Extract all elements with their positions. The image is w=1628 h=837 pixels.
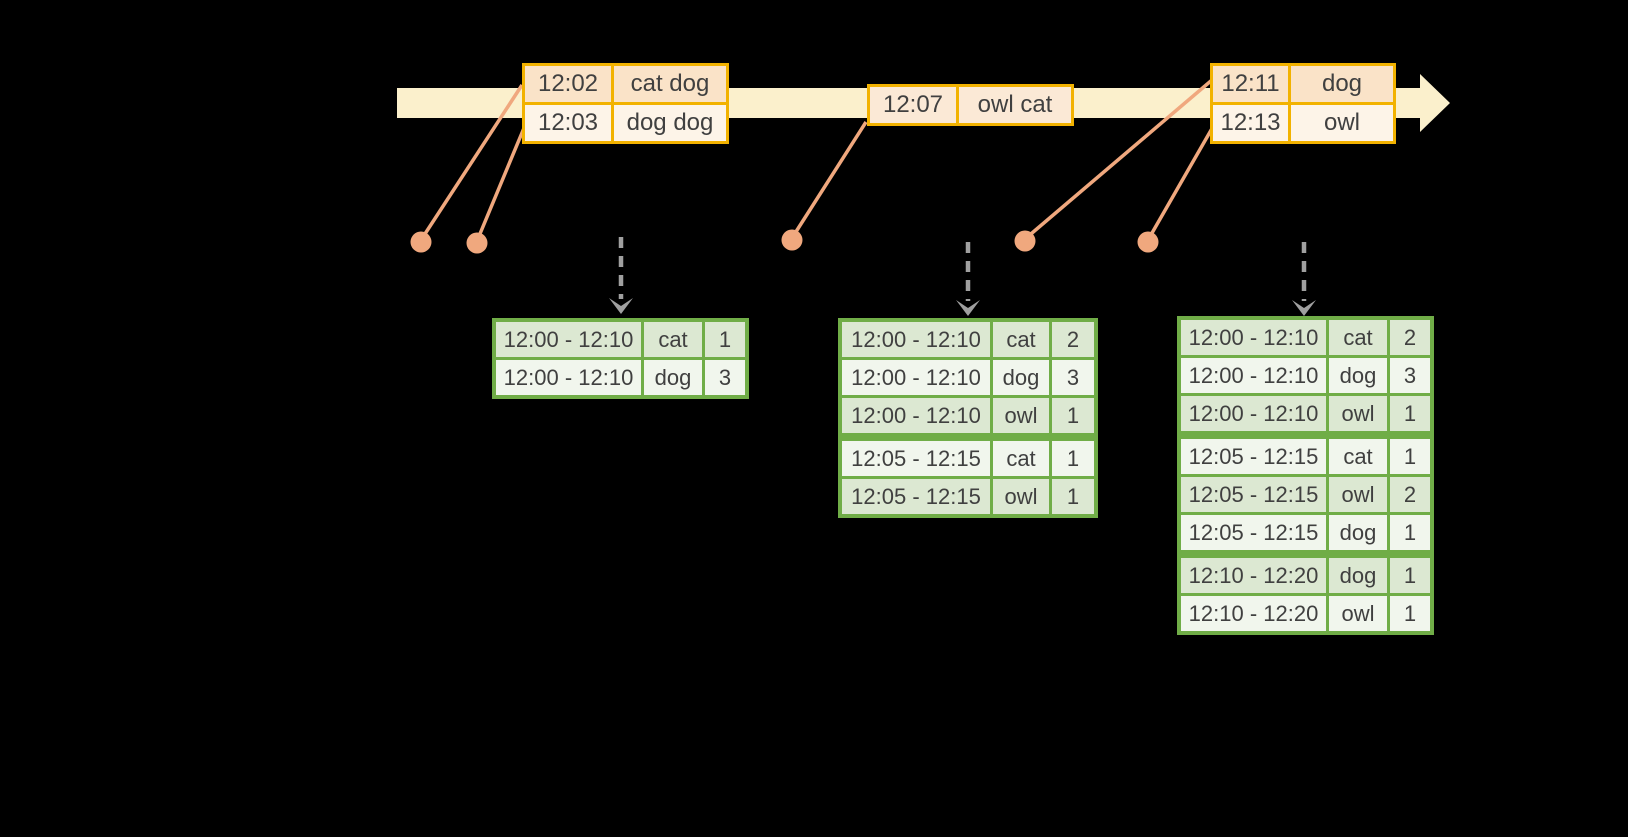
table-row: 12:05 - 12:15 cat 1	[842, 441, 1094, 476]
window-cell: 12:00 - 12:10	[496, 322, 641, 357]
window-cell: 12:00 - 12:10	[1181, 358, 1326, 393]
word-cell: dog	[993, 360, 1049, 395]
table-row: 12:00 - 12:10 owl 1	[1181, 396, 1430, 431]
event-table-2: 12:07 owl cat	[867, 84, 1074, 126]
table-row: 12:05 - 12:15 owl 2	[1181, 477, 1430, 512]
word-cell: owl	[1329, 396, 1387, 431]
table-row: 12:00 - 12:10 owl 1	[842, 398, 1094, 433]
count-cell: 3	[1390, 358, 1430, 393]
table-row: 12:00 - 12:10 dog 3	[1181, 358, 1430, 393]
table-row: 12:00 - 12:10 dog 3	[496, 360, 745, 395]
word-cell: cat	[993, 441, 1049, 476]
word-cell: dog	[1329, 558, 1387, 593]
event-row: 12:11 dog	[1213, 66, 1393, 102]
event-dot	[1137, 231, 1159, 253]
event-words: cat dog	[614, 66, 726, 102]
count-cell: 3	[705, 360, 745, 395]
event-dot	[781, 229, 803, 251]
event-row: 12:13 owl	[1213, 105, 1393, 141]
table-row: 12:10 - 12:20 owl 1	[1181, 596, 1430, 631]
event-dot	[410, 231, 432, 253]
window-cell: 12:00 - 12:10	[496, 360, 641, 395]
count-cell: 3	[1052, 360, 1094, 395]
table-row: 12:05 - 12:15 cat 1	[1181, 439, 1430, 474]
word-cell: owl	[1329, 596, 1387, 631]
event-time: 12:07	[870, 87, 956, 123]
result-table-3: 12:00 - 12:10 cat 2 12:00 - 12:10 dog 3 …	[1177, 316, 1434, 635]
word-cell: owl	[993, 479, 1049, 514]
word-cell: owl	[1329, 477, 1387, 512]
count-cell: 1	[1052, 479, 1094, 514]
result-table-1: 12:00 - 12:10 cat 1 12:00 - 12:10 dog 3	[492, 318, 749, 399]
window-cell: 12:05 - 12:15	[1181, 439, 1326, 474]
arrow-down-icon	[1292, 300, 1316, 316]
event-time: 12:11	[1213, 66, 1288, 102]
count-cell: 1	[1052, 398, 1094, 433]
window-cell: 12:10 - 12:20	[1181, 558, 1326, 593]
table-row: 12:00 - 12:10 cat 2	[1181, 320, 1430, 355]
arrow-down-icon	[956, 300, 980, 316]
window-cell: 12:00 - 12:10	[842, 322, 990, 357]
event-connector-line	[1146, 124, 1216, 241]
word-cell: cat	[1329, 320, 1387, 355]
timeline-arrow-right-icon	[1420, 74, 1450, 132]
event-words: dog	[1291, 66, 1393, 102]
table-row: 12:00 - 12:10 dog 3	[842, 360, 1094, 395]
word-cell: dog	[1329, 358, 1387, 393]
event-time: 12:13	[1213, 105, 1288, 141]
window-cell: 12:05 - 12:15	[842, 441, 990, 476]
count-cell: 1	[1390, 558, 1430, 593]
table-row: 12:05 - 12:15 dog 1	[1181, 515, 1430, 550]
window-cell: 12:05 - 12:15	[1181, 515, 1326, 550]
table-row: 12:10 - 12:20 dog 1	[1181, 558, 1430, 593]
result-table-2: 12:00 - 12:10 cat 2 12:00 - 12:10 dog 3 …	[838, 318, 1098, 518]
window-cell: 12:00 - 12:10	[842, 398, 990, 433]
event-row: 12:03 dog dog	[525, 105, 726, 141]
event-connector-line	[1023, 78, 1214, 241]
table-row: 12:00 - 12:10 cat 2	[842, 322, 1094, 357]
event-row: 12:02 cat dog	[525, 66, 726, 102]
event-words: owl	[1291, 105, 1393, 141]
window-cell: 12:05 - 12:15	[842, 479, 990, 514]
word-cell: dog	[1329, 515, 1387, 550]
event-time: 12:02	[525, 66, 611, 102]
count-cell: 2	[1390, 320, 1430, 355]
word-cell: cat	[1329, 439, 1387, 474]
event-words: owl cat	[959, 87, 1071, 123]
event-words: dog dog	[614, 105, 726, 141]
count-cell: 2	[1052, 322, 1094, 357]
window-cell: 12:00 - 12:10	[842, 360, 990, 395]
event-table-1: 12:02 cat dog 12:03 dog dog	[522, 63, 729, 144]
trigger-arrows	[618, 237, 1307, 301]
event-row: 12:07 owl cat	[870, 87, 1071, 123]
window-cell: 12:05 - 12:15	[1181, 477, 1326, 512]
count-cell: 1	[705, 322, 745, 357]
event-time: 12:03	[525, 105, 611, 141]
count-cell: 1	[1390, 515, 1430, 550]
count-cell: 1	[1390, 596, 1430, 631]
event-connector-line	[790, 121, 868, 239]
count-cell: 1	[1390, 396, 1430, 431]
event-connector-line	[475, 127, 526, 242]
event-connectors	[419, 78, 1216, 242]
event-dot	[466, 232, 488, 254]
table-row: 12:05 - 12:15 owl 1	[842, 479, 1094, 514]
count-cell: 1	[1052, 441, 1094, 476]
word-cell: dog	[644, 360, 702, 395]
window-cell: 12:00 - 12:10	[1181, 320, 1326, 355]
window-cell: 12:00 - 12:10	[1181, 396, 1326, 431]
window-cell: 12:10 - 12:20	[1181, 596, 1326, 631]
event-connector-line	[419, 84, 524, 241]
event-table-3: 12:11 dog 12:13 owl	[1210, 63, 1396, 144]
count-cell: 2	[1390, 477, 1430, 512]
word-cell: cat	[644, 322, 702, 357]
table-row: 12:00 - 12:10 cat 1	[496, 322, 745, 357]
word-cell: cat	[993, 322, 1049, 357]
arrow-down-icon	[609, 298, 633, 314]
word-cell: owl	[993, 398, 1049, 433]
event-dot	[1014, 230, 1036, 252]
count-cell: 1	[1390, 439, 1430, 474]
